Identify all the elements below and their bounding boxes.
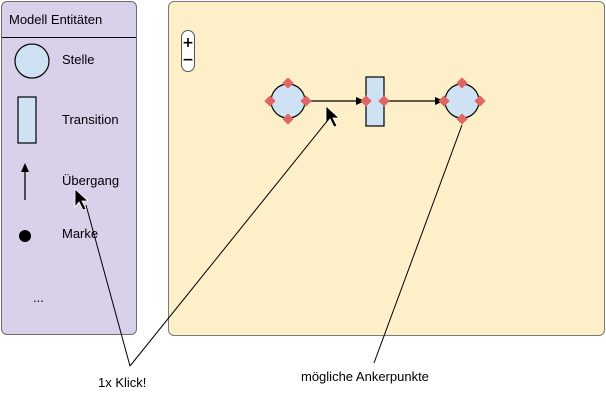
palette-item-marke[interactable]: Marke: [62, 226, 99, 241]
palette-title: Modell Entitäten: [2, 2, 136, 38]
palette-item-transition[interactable]: Transition: [62, 112, 119, 127]
token-dot-icon[interactable]: [18, 228, 34, 244]
transition-rect-icon[interactable]: [17, 96, 39, 144]
entity-palette: Modell Entitäten Stelle Transition Überg…: [1, 1, 137, 335]
zoom-in-icon[interactable]: +: [182, 35, 194, 51]
model-canvas[interactable]: + −: [168, 1, 605, 336]
zoom-out-icon[interactable]: −: [182, 52, 194, 68]
palette-item-stelle[interactable]: Stelle: [62, 52, 95, 67]
palette-more: ...: [33, 290, 44, 305]
palette-item-uebergang[interactable]: Übergang: [62, 173, 120, 188]
annotation-click: 1x Klick!: [98, 375, 147, 390]
place-circle-icon[interactable]: [12, 42, 52, 80]
zoom-control[interactable]: + −: [181, 30, 195, 72]
annotation-anchors: mögliche Ankerpunkte: [301, 369, 429, 384]
arc-arrow-icon[interactable]: [18, 162, 34, 202]
